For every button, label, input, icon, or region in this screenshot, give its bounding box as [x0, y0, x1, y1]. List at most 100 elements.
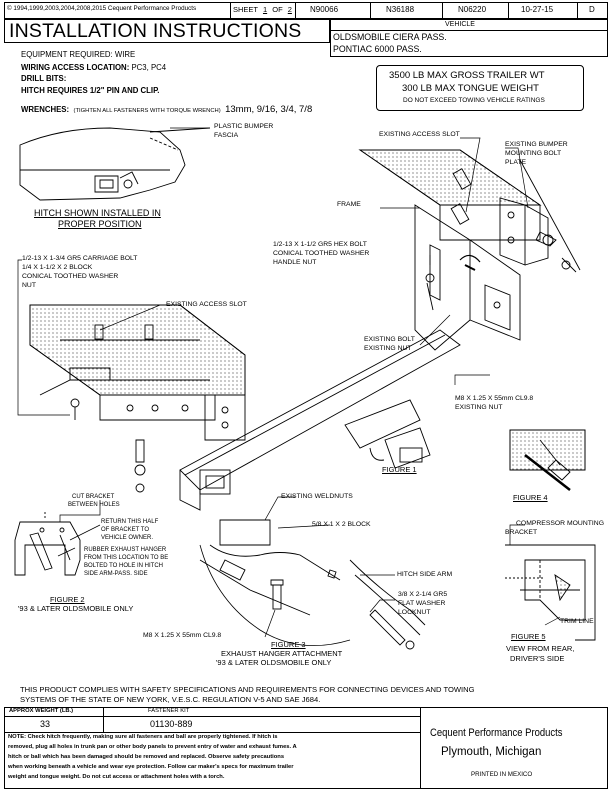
safety-note-5: weight and tongue weight. Do not cut acc… — [8, 774, 225, 780]
equipment-required: EQUIPMENT REQUIRED: WIRE — [21, 50, 136, 59]
safety-note-1: NOTE: Check hitch frequently, making sur… — [8, 734, 278, 740]
footer-box — [4, 707, 608, 789]
part-code-3: N06220 — [458, 5, 487, 14]
figure-3-label: FIGURE 3 — [271, 640, 306, 649]
rubber-hanger-line-4: SIDE ARM-PASS. SIDE — [84, 571, 148, 577]
wrench-label: WRENCHES: — [21, 105, 70, 114]
compliance-line-1: THIS PRODUCT COMPLIES WITH SAFETY SPECIF… — [20, 685, 475, 694]
figure-1-label: FIGURE 1 — [382, 465, 417, 474]
rubber-hanger-line-1: RUBBER EXHAUST HANGER — [84, 547, 167, 553]
leader-lines — [17, 127, 561, 638]
existing-weldnuts-label: EXISTING WELDNUTS — [281, 493, 353, 500]
return-half-line-1: RETURN THIS HALF — [101, 519, 159, 525]
vehicle-rear-sketch — [19, 127, 211, 201]
header-bar — [4, 2, 608, 19]
m8-bottom-label: M8 X 1.25 X 55mm CL9.8 — [143, 632, 222, 639]
frame-detail — [358, 149, 581, 273]
existing-bolt-line-2: EXISTING NUT — [364, 345, 412, 352]
sheet-indicator: SHEET 1 OF 2 — [233, 5, 295, 14]
of-label: OF — [272, 5, 283, 14]
figure-4-label: FIGURE 4 — [513, 493, 548, 502]
vehicle-line-2: PONTIAC 6000 PASS. — [333, 44, 422, 54]
printed-in: PRINTED IN MEXICO — [471, 771, 533, 778]
tongue-weight: 300 LB MAX TONGUE WEIGHT — [402, 83, 539, 94]
copyright-text: © 1994,1999,2003,2004,2008,2015 Cequent … — [7, 5, 197, 12]
compressor-line-2: BRACKET — [505, 529, 538, 536]
gr5-bolt-line-1: 3/8 X 2-1/4 GR5 — [398, 591, 448, 598]
vehicle-box — [330, 19, 608, 57]
title-box — [4, 19, 330, 43]
plastic-bumper-label: PLASTIC BUMPER — [214, 123, 274, 130]
existing-bumper-bolt-label-2: MOUNTING BOLT — [505, 150, 562, 157]
sheet-total: 2 — [287, 5, 292, 14]
sheet-number: 1 — [262, 5, 268, 14]
vehicle-label: VEHICLE — [445, 21, 475, 28]
gr5-bolt-line-3: LOCKNUT — [398, 609, 431, 616]
existing-bumper-bolt-label-3: PLATE — [505, 159, 527, 166]
compressor-line-1: COMPRESSOR MOUNTING — [516, 520, 604, 527]
wrench-sizes: WRENCHES: (TIGHTEN ALL FASTENERS WITH TO… — [21, 99, 312, 117]
m8-right-line-1: M8 X 1.25 X 55mm CL9.8 — [455, 395, 534, 402]
carriage-bolt-line-2: 1/4 X 1-1/2 X 2 BLOCK — [22, 264, 93, 271]
frame-label: FRAME — [337, 201, 361, 208]
existing-access-slot-top-label: EXISTING ACCESS SLOT — [379, 131, 460, 138]
block-label: 5/8 X 1 X 2 BLOCK — [312, 521, 371, 528]
sheet-label: SHEET — [233, 5, 258, 14]
hitch-side-arm-label: HITCH SIDE ARM — [397, 571, 453, 578]
existing-access-slot-mid-label: EXISTING ACCESS SLOT — [166, 301, 247, 308]
existing-bumper-bolt-label-1: EXISTING BUMPER — [505, 141, 568, 148]
gross-trailer-weight: 3500 LB MAX GROSS TRAILER WT — [389, 70, 545, 81]
existing-bolt-line-1: EXISTING BOLT — [364, 336, 415, 343]
m8-right-line-2: EXISTING NUT — [455, 404, 503, 411]
figure-5-caption-1: VIEW FROM REAR, — [506, 644, 575, 653]
hitch-right-arm — [414, 204, 521, 351]
rubber-hanger-line-3: BOLTED TO HOLE IN HITCH — [84, 563, 164, 569]
kit-value: 01130-889 — [150, 719, 193, 729]
wiring-label: WIRING ACCESS LOCATION: — [21, 63, 130, 72]
cut-bracket-line-2: BETWEEN HOLES — [68, 502, 120, 508]
figure-4-drawing — [509, 429, 586, 491]
hitch-shown-line-2: PROPER POSITION — [58, 219, 142, 229]
rubber-hanger-line-2: FROM THIS LOCATION TO BE — [84, 555, 169, 561]
hex-bolt-line-2: CONICAL TOOTHED WASHER — [273, 250, 370, 257]
kit-label: FASTENER KIT — [148, 708, 190, 714]
safety-note-3: hitch or ball which has been damaged sho… — [8, 754, 285, 760]
plastic-bumper-label-2: FASCIA — [214, 132, 239, 139]
revision-letter: D — [589, 5, 595, 14]
figure-3-caption-1: EXHAUST HANGER ATTACHMENT — [221, 649, 343, 658]
figure-5-label: FIGURE 5 — [511, 632, 546, 641]
safety-note-4: when working beneath a vehicle and wear … — [8, 764, 294, 770]
return-half-line-2: OF BRACKET TO — [101, 527, 150, 533]
wiring-access: WIRING ACCESS LOCATION: PC3, PC4 — [21, 63, 166, 72]
trim-line-label: TRIM LINE — [560, 618, 594, 625]
ratings-box — [376, 65, 584, 111]
carriage-bolt-line-3: CONICAL TOOTHED WASHER — [22, 273, 119, 280]
wrench-list: 13mm, 9/16, 3/4, 7/8 — [225, 104, 313, 115]
hex-bolt-line-1: 1/2-13 X 1-1/2 GR5 HEX BOLT — [273, 241, 367, 248]
pin-requirement: HITCH REQUIRES 1/2" PIN AND CLIP. — [21, 86, 160, 95]
weight-label: APPROX WEIGHT (LB.) — [9, 708, 74, 714]
hitch-shown-line-1: HITCH SHOWN INSTALLED IN — [34, 208, 161, 218]
header-date: 10-27-15 — [521, 5, 554, 14]
cut-bracket-line-1: CUT BRACKET — [72, 494, 115, 500]
return-half-line-3: VEHICLE OWNER. — [101, 535, 154, 541]
figure-2-drawing — [14, 512, 81, 576]
vehicle-line-1: OLDSMOBILE CIERA PASS. — [333, 32, 447, 42]
carriage-bolt-line-4: NUT — [22, 282, 36, 289]
figure-2-label: FIGURE 2 — [50, 595, 85, 604]
wrench-note: (TIGHTEN ALL FASTENERS WITH TORQUE WRENC… — [73, 108, 221, 114]
company-name: Cequent Performance Products — [430, 727, 563, 739]
part-code-1: N90066 — [310, 5, 339, 14]
left-frame-detail — [29, 304, 246, 493]
ratings-note: DO NOT EXCEED TOWING VEHICLE RATINGS — [403, 97, 545, 104]
figure-2-caption: '93 & LATER OLDSMOBILE ONLY — [18, 604, 134, 613]
safety-note-2: removed, plug all holes in trunk pan or … — [8, 744, 297, 750]
wiring-value: PC3, PC4 — [131, 63, 167, 72]
hex-bolt-line-3: HANDLE NUT — [273, 259, 317, 266]
part-code-2: N36188 — [386, 5, 415, 14]
compliance-line-2: SYSTEMS OF THE STATE OF NEW YORK, V.E.S.… — [20, 695, 321, 704]
hitch-cross-tube — [179, 329, 461, 511]
company-city: Plymouth, Michigan — [441, 746, 542, 758]
drill-bits: DRILL BITS: — [21, 74, 67, 83]
